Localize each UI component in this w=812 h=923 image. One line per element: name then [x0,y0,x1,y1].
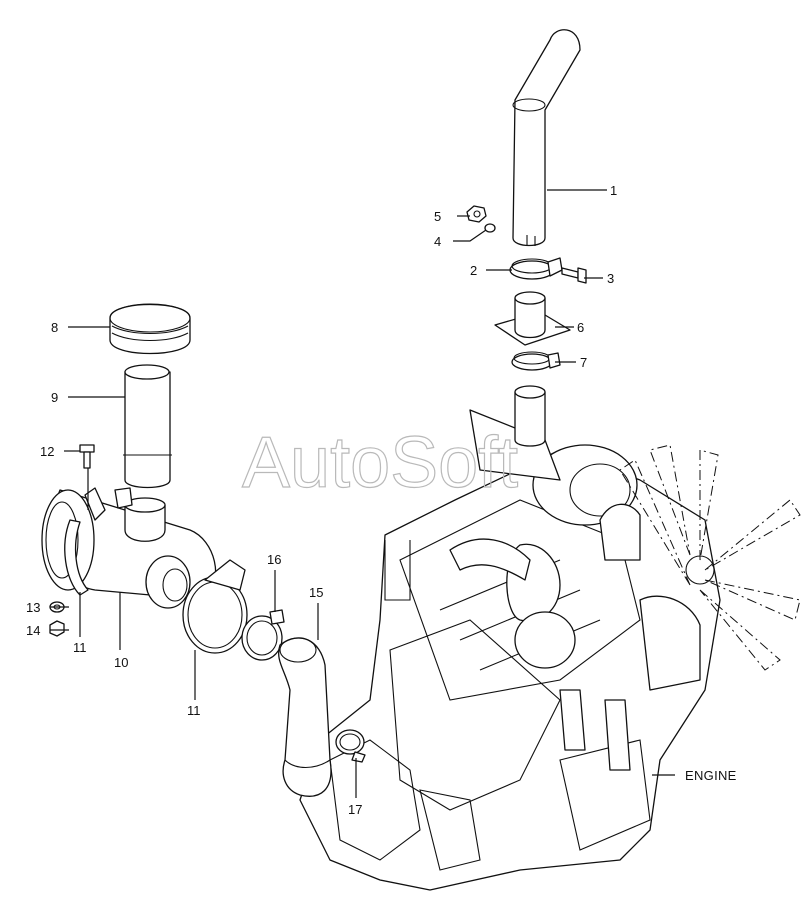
nut-part-5 [466,205,487,223]
washer-part-4 [484,223,496,233]
callout-5: 5 [434,209,441,224]
fan-blades [619,444,801,671]
callout-12: 12 [40,444,54,459]
band-clamp-part-11-right [182,559,248,654]
engine-label: ENGINE [685,768,737,783]
callout-11-left: 11 [73,640,87,655]
callout-8: 8 [51,320,58,335]
cap-part-8 [109,303,191,355]
exhaust-outlet [514,385,546,447]
callout-7: 7 [580,355,587,370]
callout-14: 14 [26,623,40,638]
bolt-part-3 [561,267,587,284]
callout-11-right: 11 [187,703,201,718]
nut-part-14 [49,620,65,637]
clamp-part-16 [241,609,285,661]
callout-4: 4 [434,234,441,249]
callout-1: 1 [610,183,617,198]
callout-15: 15 [309,585,323,600]
flange-pipe-part-6 [494,291,571,346]
callout-10: 10 [114,655,128,670]
engine-assembly [299,409,721,891]
intake-pipe-part-9 [123,364,172,489]
callout-6: 6 [577,320,584,335]
callout-3: 3 [607,271,614,286]
watermark-text: AutoSoft [242,423,518,503]
hose-part-15 [278,637,332,797]
callout-13: 13 [26,600,40,615]
clamp-part-2 [509,257,563,280]
band-clamp-part-11-left [64,519,89,596]
callout-labels: 1 5 4 2 3 6 7 8 9 12 13 14 11 10 11 16 1… [26,183,737,817]
callout-16: 16 [267,552,281,567]
exhaust-stack [512,29,581,247]
clamp-part-17 [335,729,366,763]
leader-lines [50,189,675,798]
clamp-part-7 [511,351,561,371]
callout-9: 9 [51,390,58,405]
bolt-part-12 [79,444,95,469]
callout-17: 17 [348,802,362,817]
callout-2: 2 [470,263,477,278]
